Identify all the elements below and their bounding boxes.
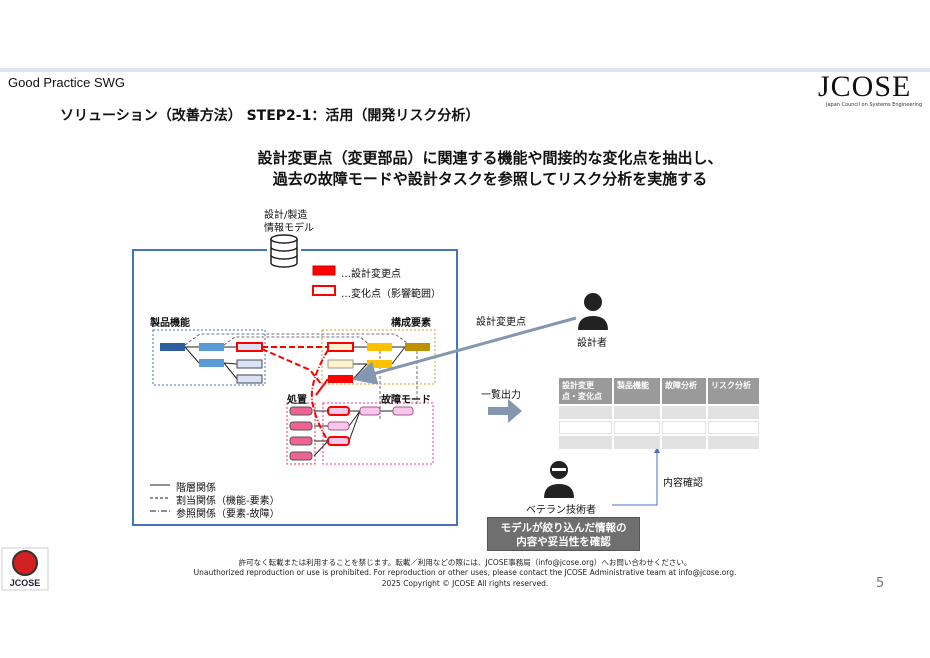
treatment-group [286,402,316,465]
legend-change-area [312,285,336,296]
svg-text:JCOSE: JCOSE [10,578,41,588]
veteran-note: モデルが絞り込んだ情報の内容や妥当性を確認 [487,517,640,551]
veteran-icon [544,461,574,498]
treatment-nodes [289,406,313,461]
col-function: 製品機能 [614,378,660,404]
footer-copyright: 2025 Copyright © JCOSE All rights reserv… [381,579,549,588]
col-failure: 故障分析 [662,378,706,404]
function-group-label: 製品機能 [150,318,190,329]
legend-lines [150,484,170,512]
headline-1: 設計変更点（変更部品）に関連する機能や間接的な変化点を抽出し、 [257,149,723,167]
db-label-2: 情報モデル [264,223,314,234]
legend-change-point [312,265,336,276]
legend-change-point-label: …設計変更点 [341,269,401,280]
database-icon [267,234,301,268]
table-row [559,421,759,434]
function-nodes [160,342,263,384]
legend-allocation: 割当関係（機能-要素） [176,496,280,507]
legend-reference: 参照関係（要素-故障） [176,509,280,520]
function-group [152,329,266,386]
designer-icon [578,293,608,330]
headline-2: 過去の故障モードや設計タスクを参照してリスク分析を実施する [272,170,708,188]
footer-en: Unauthorized reproduction or use is proh… [193,568,737,577]
failure-nodes [327,406,414,446]
veteran-label: ベテラン技術者 [526,505,596,516]
designer-label: 設計者 [577,338,607,349]
col-risk: リスク分析 [708,378,759,404]
top-bar [0,68,930,72]
legend-hierarchy: 階層関係 [176,483,216,494]
col-change: 設計変更点・変化点 [559,378,612,404]
footer-logo: JCOSE [1,547,49,591]
element-nodes [327,342,430,383]
output-table: 設計変更点・変化点 製品機能 故障分析 リスク分析 [557,376,761,451]
jcose-logo: JCOSE Japan Council on Systems Engineeri… [818,70,923,109]
change-input-arrow [352,316,577,385]
org-label: Good Practice SWG [8,75,126,90]
treatment-group-label: 処置 [287,395,307,406]
table-row [559,406,759,419]
element-group-label: 構成要素 [391,318,431,329]
legend-change-area-label: …変化点（影響範囲） [341,289,441,300]
review-label: 内容確認 [663,478,703,489]
slide-title: ソリューション（改善方法） STEP2-1：活用（開発リスク分析） [60,108,480,124]
footer-ja: 許可なく転載または利用することを禁じます。転載／利用などの際には、JCOSE事務… [238,558,692,567]
table-row [559,436,759,449]
page-number: 5 [876,576,885,591]
db-label-1: 設計/製造 [264,210,308,221]
output-arrow-icon [488,399,522,423]
output-label: 一覧出力 [481,390,521,401]
designer-input-label: 設計変更点 [476,317,526,328]
review-arrow [612,447,660,506]
failure-group-label: 故障モード [381,395,431,406]
failure-group [322,402,434,465]
